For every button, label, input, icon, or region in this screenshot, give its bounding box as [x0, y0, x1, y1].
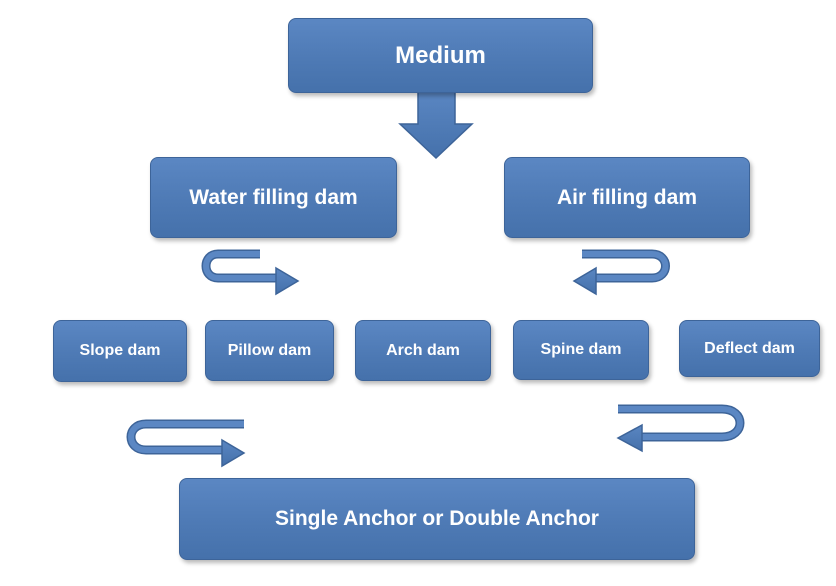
- water-filling-dam-box: Water filling dam: [150, 157, 397, 238]
- anchor-box: Single Anchor or Double Anchor: [179, 478, 695, 560]
- circular-arrow-left-icon: [572, 249, 670, 296]
- circular-arrow-lower-right-icon: [616, 404, 745, 453]
- medium-box: Medium: [288, 18, 593, 93]
- deflect-dam-box: Deflect dam: [679, 320, 820, 377]
- slope-dam-box: Slope dam: [53, 320, 187, 382]
- arch-dam-box: Arch dam: [355, 320, 491, 381]
- circular-arrow-right-icon: [201, 249, 300, 296]
- air-filling-dam-box: Air filling dam: [504, 157, 750, 238]
- circular-arrow-lower-left-icon: [126, 419, 246, 468]
- spine-dam-box: Spine dam: [513, 320, 649, 380]
- pillow-dam-box: Pillow dam: [205, 320, 334, 381]
- down-arrow-icon: [398, 91, 474, 160]
